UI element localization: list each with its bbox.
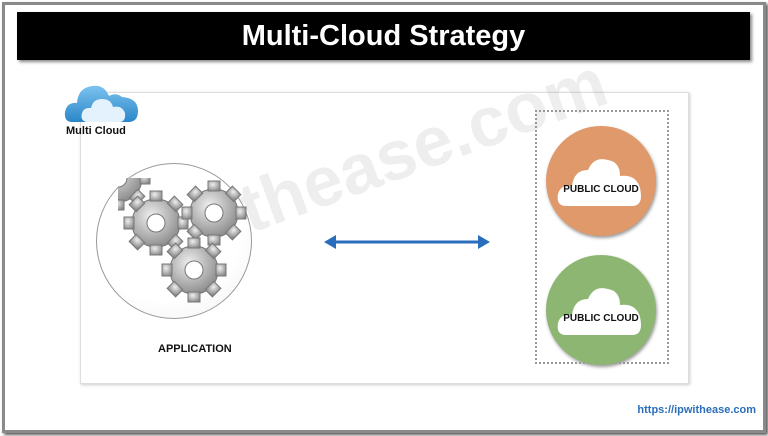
public-cloud-label: PUBLIC CLOUD <box>563 184 639 195</box>
cloud-icon <box>557 159 641 206</box>
website-link[interactable]: https://ipwithease.com <box>637 404 756 416</box>
gears-icon <box>118 178 247 303</box>
public-cloud-1: PUBLIC CLOUD <box>546 126 656 236</box>
multi-cloud-icon <box>64 85 138 122</box>
cloud-icon <box>557 288 641 335</box>
application-label: APPLICATION <box>158 343 232 355</box>
title-bar: Multi-Cloud Strategy <box>17 12 750 60</box>
bidirectional-arrow <box>324 235 490 249</box>
multi-cloud-label: Multi Cloud <box>66 125 126 137</box>
page-title: Multi-Cloud Strategy <box>241 19 526 52</box>
public-cloud-label: PUBLIC CLOUD <box>563 313 639 324</box>
public-cloud-2: PUBLIC CLOUD <box>546 255 656 365</box>
